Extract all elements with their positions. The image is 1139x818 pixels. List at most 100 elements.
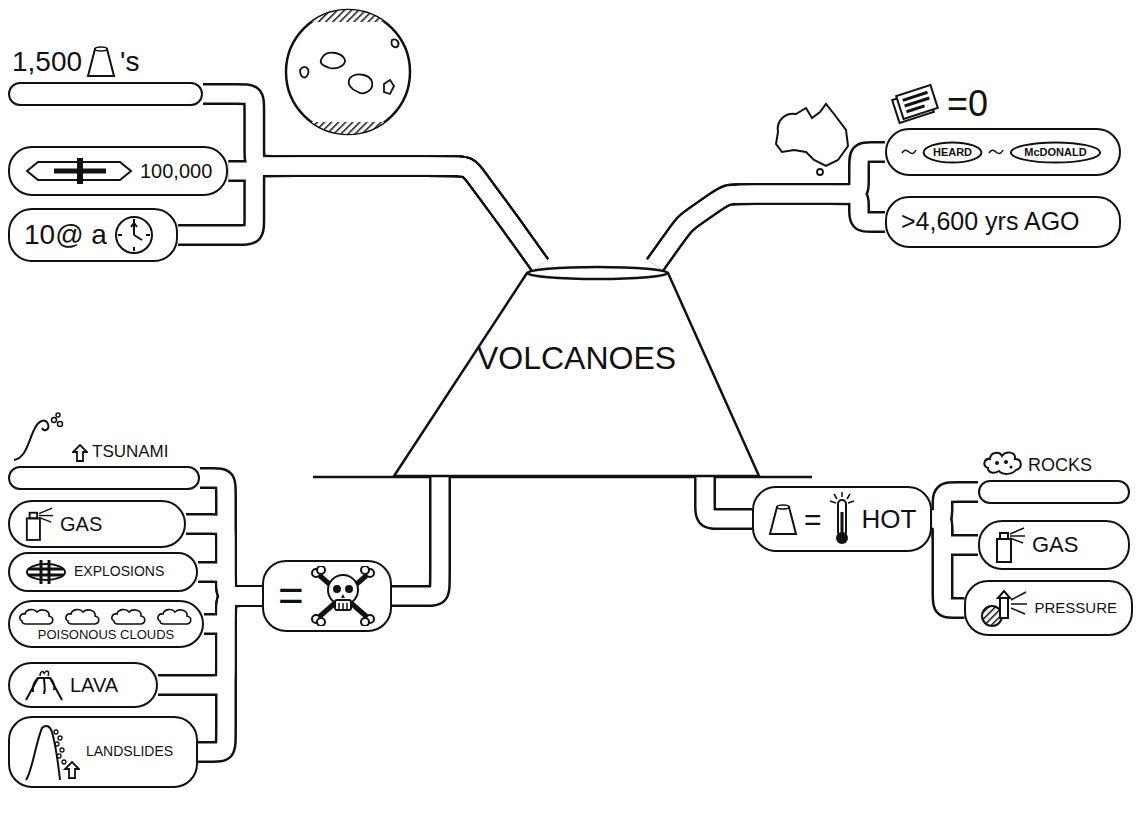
- branch-connector-core: [392, 477, 440, 596]
- house-icon: [72, 444, 88, 462]
- slide-icon-shape: [26, 726, 79, 780]
- band-outline: GAS: [8, 500, 186, 548]
- band-outline: GAS: [978, 520, 1130, 570]
- can-icon-shape: [27, 508, 53, 540]
- branch-band: LANDSLIDES: [8, 716, 198, 788]
- lava-icon: [24, 668, 64, 702]
- branch-band: EXPLOSIONS: [8, 552, 198, 592]
- globe-outline: [286, 10, 410, 134]
- node-text: =0: [947, 84, 988, 124]
- branch-connector: [655, 152, 885, 265]
- branch-band: >4,600 yrs AGO: [885, 196, 1121, 248]
- volcano-node: VOLCANOES: [393, 265, 760, 477]
- skull-icon: [310, 566, 376, 626]
- branch-connector: [178, 166, 540, 265]
- band-outline: [8, 82, 203, 106]
- sea-icon-shape: [902, 150, 916, 154]
- branch-connector: [932, 519, 964, 608]
- clouds-icon: [18, 606, 194, 626]
- node-text: GAS: [60, 513, 102, 535]
- band-outline: PRESSURE: [964, 580, 1133, 636]
- explo-icon-shape: [27, 560, 65, 584]
- branch-band: ROCKS: [978, 448, 1130, 504]
- press-icon-shape: [982, 591, 1027, 626]
- thermo-icon: [828, 492, 856, 546]
- clouds-icon-shape: [20, 609, 191, 623]
- island-oval: McDONALD: [1010, 142, 1101, 163]
- branch-connector: [655, 194, 885, 265]
- volc-icon-shape: [770, 505, 796, 534]
- branch-band: 10@ a: [8, 208, 178, 262]
- branch-connector-core: [198, 596, 262, 752]
- plate-icon-shape: [27, 158, 131, 184]
- node-text: 1,500: [12, 47, 82, 78]
- node-text: McDONALD: [1024, 146, 1086, 158]
- earth-globe: [280, 8, 420, 136]
- central-title: VOLCANOES: [393, 341, 760, 376]
- can-icon-shape: [997, 528, 1025, 562]
- band-outline: >4,600 yrs AGO: [885, 196, 1121, 248]
- node-text: TSUNAMI: [92, 443, 169, 462]
- sea-icon-shape: [989, 150, 1003, 154]
- node-text: EXPLOSIONS: [74, 564, 164, 579]
- volc-icon-shape: [88, 47, 114, 76]
- connector-cores: [158, 94, 978, 752]
- node-text: >4,600 yrs AGO: [901, 208, 1080, 236]
- band-outline: [8, 466, 200, 490]
- globe-continents: [300, 39, 399, 94]
- slide-icon: [24, 722, 80, 782]
- node-text: GAS: [1032, 533, 1078, 557]
- band-outline: 10@ a: [8, 208, 178, 262]
- band-outline: 100,000: [8, 146, 228, 196]
- explo-icon: [24, 558, 68, 586]
- node-text: 10@ a: [24, 220, 107, 251]
- wave-icon-shape: [14, 413, 63, 460]
- press-icon: [980, 586, 1028, 630]
- node-text: HEARD: [933, 146, 972, 158]
- node-text: ROCKS: [1028, 456, 1092, 476]
- volcano-crater: [528, 267, 668, 279]
- node-text: =: [804, 503, 822, 536]
- band-outline: [978, 480, 1130, 504]
- volc-icon: [86, 44, 116, 78]
- band-heading: TSUNAMI: [8, 412, 200, 466]
- branch-connector-core: [186, 524, 262, 596]
- lava-icon-shape: [26, 671, 62, 700]
- band-outline: =HOT: [752, 486, 932, 552]
- can-icon: [24, 506, 54, 542]
- node-text: POISONOUS CLOUDS: [38, 628, 175, 642]
- wave-icon: [12, 412, 68, 462]
- branch-connector-core: [932, 519, 964, 608]
- band-outline: HEARD McDONALD: [885, 128, 1121, 176]
- band-outline: EXPLOSIONS: [8, 552, 198, 592]
- volc-icon: [768, 502, 798, 536]
- band-heading: 1,500's: [8, 44, 203, 82]
- connector-outlines: [158, 94, 978, 752]
- band-heading: ROCKS: [978, 448, 1130, 480]
- band-heading: =0: [885, 80, 1121, 128]
- house-icon-shape: [73, 445, 87, 461]
- band-outline: LAVA: [8, 662, 158, 708]
- branch-connector-core: [655, 194, 885, 265]
- branch-connector-core: [705, 477, 752, 519]
- branch-connector: [705, 477, 752, 519]
- news-icon: [889, 80, 943, 124]
- branch-band: =: [262, 560, 392, 632]
- clock-icon: [113, 214, 155, 256]
- branch-band: GAS: [8, 500, 186, 548]
- thermo-icon-shape: [830, 492, 854, 544]
- plate-icon: [24, 154, 134, 188]
- branch-band: =HOT: [752, 486, 932, 552]
- band-outline: POISONOUS CLOUDS: [8, 600, 204, 648]
- branch-band: 1,500's: [8, 44, 203, 106]
- band-outline: LANDSLIDES: [8, 716, 198, 788]
- branch-band: =0HEARD McDONALD: [885, 80, 1121, 176]
- globe-poles: [280, 8, 420, 136]
- branch-band: POISONOUS CLOUDS: [8, 600, 204, 648]
- sea-icon: [988, 147, 1004, 157]
- can-icon: [994, 526, 1026, 564]
- sea-icon: [901, 147, 917, 157]
- news-icon-shape: [892, 85, 938, 123]
- branch-connector: [392, 477, 440, 596]
